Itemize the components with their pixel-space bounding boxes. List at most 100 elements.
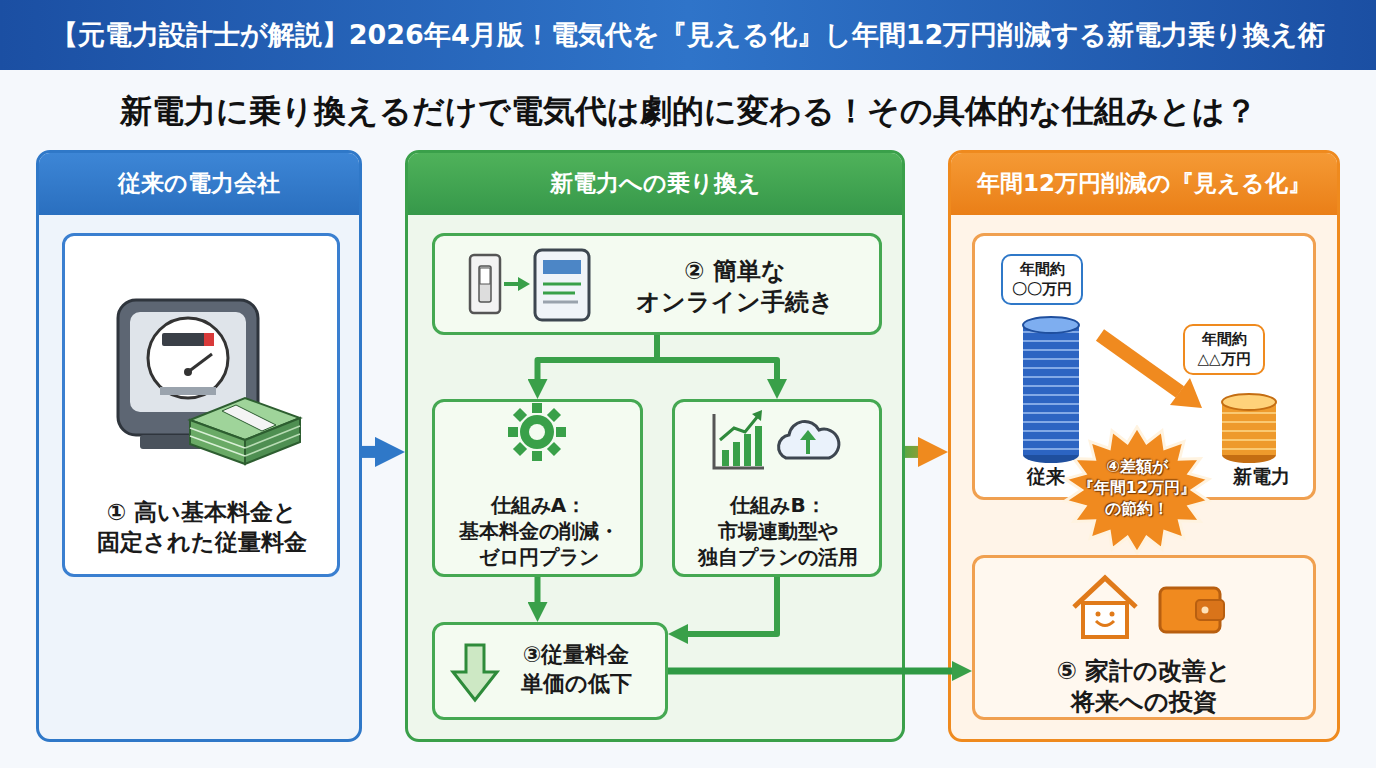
gear-icon: [513, 442, 527, 456]
switch-icon: [504, 282, 520, 286]
panel-box: ② 簡単な オンライン手続き仕組みA： 基本料金の削減・ ゼロ円プラン仕組みB：…: [405, 150, 905, 742]
cash-stack: [245, 418, 300, 464]
electric-meter: [184, 368, 192, 376]
wallet-icon: [1196, 600, 1224, 620]
cash-stack: [190, 420, 245, 464]
down-arrow-icon: [453, 645, 497, 700]
gear-icon: [529, 424, 545, 440]
cash-stack: [190, 436, 245, 456]
result-box: ⑤ 家計の改善と 将来への投資: [972, 555, 1316, 720]
cash-stack: [190, 398, 300, 440]
house-icon: [1096, 612, 1101, 617]
process-box: ① 高い基本料金と 固定された従量料金: [62, 233, 340, 577]
down-arrow-icon: [453, 645, 497, 700]
coin-stack-after: [1222, 402, 1276, 455]
process-box: 仕組みA： 基本料金の削減・ ゼロ円プラン: [432, 399, 643, 577]
cloud-upload-icon: [806, 438, 810, 454]
chart-icon: [755, 426, 762, 466]
gear-icon: [532, 451, 542, 461]
chart-icon: [744, 434, 751, 466]
coin-stack-before: [1023, 447, 1079, 463]
amount-bubble: 年間約 〇〇万円: [1001, 254, 1083, 305]
connector-arrow: [657, 335, 777, 399]
gear-icon: [547, 442, 561, 456]
switch-icon: [480, 268, 490, 284]
coin-stack-after: [1222, 447, 1276, 463]
switch-icon: [470, 255, 530, 313]
chart-icon: [722, 450, 729, 466]
decrease-arrow: [1170, 378, 1202, 408]
title-bar: 【元電力設計士が解説】2026年4月版！電気代を『見える化』し年間12万円削減す…: [0, 0, 1376, 70]
coin-stack-after: [1222, 394, 1276, 463]
electric-meter: [148, 318, 228, 398]
process-box: ② 簡単な オンライン手続き: [432, 233, 882, 335]
electric-meter: [130, 312, 246, 412]
coin-stack-before: [1023, 317, 1079, 333]
cloud-upload-icon: [779, 421, 839, 458]
tablet-icon: [543, 260, 581, 274]
tablet-icon: [543, 283, 581, 286]
electric-meter: [188, 354, 212, 372]
decrease-arrow: [1100, 335, 1202, 408]
wallet-icon: [1160, 588, 1224, 632]
subtitle-label: 新電力に乗り換えるだけで電気代は劇的に変わる！その具体的な仕組みとは？: [0, 82, 1376, 142]
cash-stack: [245, 426, 300, 448]
connector-arrow: [905, 446, 948, 458]
connector-arrow: [362, 446, 405, 458]
amount-bubble: 年間約 △△万円: [1183, 324, 1265, 375]
node-text: ③従量料金 単価の低下: [491, 641, 661, 698]
node-text: 新電力: [1221, 464, 1301, 489]
panel-header: 従来の電力会社: [39, 153, 359, 215]
tablet-icon: [543, 301, 578, 304]
node-text: ⑤ 家計の改善と 将来への投資: [999, 656, 1289, 718]
switch-icon: [470, 255, 500, 313]
decrease-arrow: [1100, 335, 1180, 392]
starburst-shape: [1065, 427, 1209, 553]
chart-icon: [714, 410, 764, 468]
house-icon: [1074, 578, 1136, 607]
cash-stack: [222, 405, 276, 431]
gear-icon: [547, 408, 561, 422]
cloud-upload-icon: [800, 430, 816, 440]
tablet-icon: [535, 250, 589, 320]
electric-meter: [118, 300, 258, 435]
connector-arrow: [535, 577, 541, 622]
wallet-icon: [1202, 607, 1209, 614]
tablet-icon: [535, 250, 589, 320]
process-box: 仕組みB： 市場連動型や 独自プランの活用: [672, 399, 882, 577]
page-title: 【元電力設計士が解説】2026年4月版！電気代を『見える化』し年間12万円削減す…: [51, 17, 1326, 53]
tablet-icon: [543, 292, 575, 295]
panel-box: ① 高い基本料金と 固定された従量料金従来の電力会社: [36, 150, 362, 742]
house-icon: [1083, 603, 1127, 637]
connector-arrow: [668, 577, 777, 634]
coin-stack-before: [1023, 325, 1079, 455]
switch-icon: [518, 277, 530, 291]
coin-stack-after: [1222, 394, 1276, 410]
electric-meter: [162, 333, 214, 346]
gear-icon: [508, 427, 518, 437]
electric-meter: [118, 300, 258, 449]
house-icon: [1074, 578, 1136, 637]
electric-meter: [140, 435, 236, 449]
house-icon: [1110, 612, 1115, 617]
chart-icon: [733, 442, 740, 466]
coin-stack-before: [1023, 317, 1079, 463]
connector-arrow: [538, 335, 658, 399]
process-box: ③従量料金 単価の低下: [432, 622, 668, 720]
cash-stack: [190, 428, 245, 448]
node-text: 仕組みB： 市場連動型や 独自プランの活用: [679, 492, 877, 570]
cloud-upload-icon: [779, 421, 839, 458]
starburst-badge: ④差額が 『年間12万円』 の節約！: [1062, 425, 1212, 555]
gear-icon: [508, 403, 566, 461]
gear-icon: [532, 403, 542, 413]
switch-icon: [479, 266, 491, 302]
cash-stack: [190, 398, 300, 464]
electric-meter: [160, 387, 216, 395]
gear-icon: [520, 415, 554, 449]
chart-icon: [714, 414, 764, 468]
node-text: ② 簡単な オンライン手続き: [595, 256, 875, 318]
chart-icon: [720, 416, 758, 440]
node-text: 仕組みA： 基本料金の削減・ ゼロ円プラン: [439, 492, 638, 570]
node-text: ① 高い基本料金と 固定された従量料金: [73, 498, 331, 558]
